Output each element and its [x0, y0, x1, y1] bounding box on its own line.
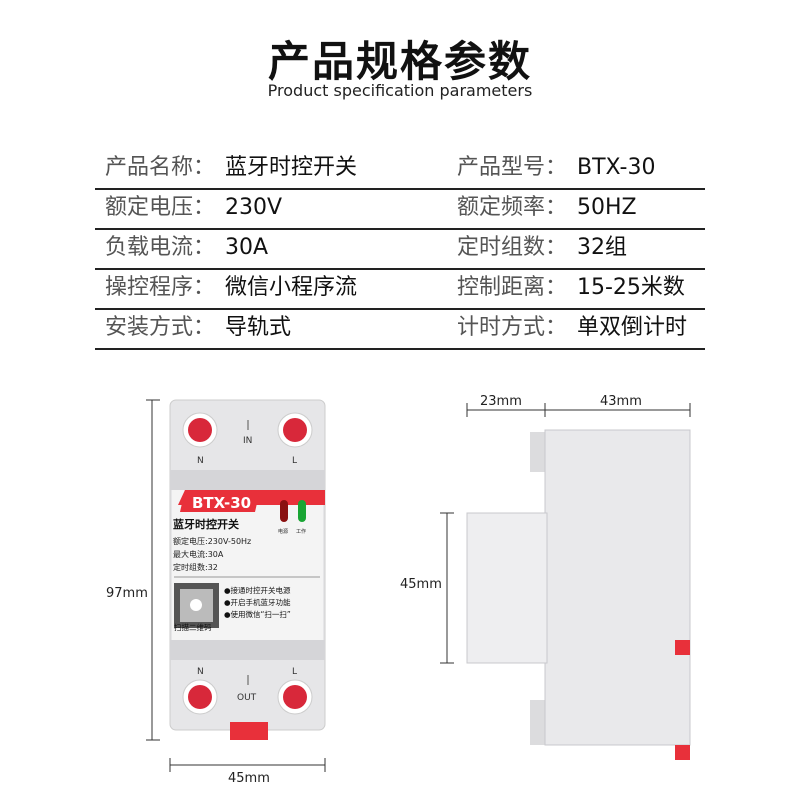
- spec-label: 负载电流：: [105, 235, 216, 260]
- spec-value: 30A: [225, 235, 269, 260]
- terminal-n-label: N: [197, 667, 204, 677]
- terminal-l-label: L: [292, 456, 297, 466]
- device-info: 最大电流:30A: [173, 549, 224, 559]
- dim-depth-right: 43mm: [600, 394, 642, 409]
- spec-value: 15-25米数: [577, 275, 685, 300]
- spec-label: 额定频率：: [457, 195, 568, 220]
- terminal-l-label: L: [292, 667, 297, 677]
- device-step: ●使用微信“扫一扫”: [224, 609, 291, 619]
- device-model: BTX-30: [192, 494, 251, 512]
- spec-value: 230V: [225, 195, 283, 220]
- side-view: 23mm 43mm 45mm: [400, 394, 691, 760]
- spec-label: 操控程序：: [105, 275, 216, 300]
- device-name: 蓝牙时控开关: [173, 517, 239, 531]
- spec-label: 产品名称：: [105, 155, 216, 180]
- dim-width: 45mm: [228, 771, 270, 786]
- spec-row: 负载电流： 30A 定时组数： 32组: [95, 228, 705, 270]
- front-view: 97mm 45mm BTX-30 电源 工作 蓝牙时控开关 额定电压:230V-…: [106, 399, 326, 786]
- spec-label: 定时组数：: [457, 235, 568, 260]
- device-step: 扫描二维码: [174, 622, 212, 632]
- led-power-label: 电源: [278, 528, 288, 535]
- spec-value: 50HZ: [577, 195, 637, 220]
- spec-label: 安装方式：: [105, 315, 216, 340]
- spec-label: 产品型号：: [457, 155, 568, 180]
- spec-value: 单双倒计时: [577, 315, 688, 340]
- dim-depth-left: 23mm: [480, 394, 522, 409]
- spec-row: 安装方式： 导轨式 计时方式： 单双倒计时: [95, 308, 705, 350]
- dim-height: 97mm: [106, 586, 148, 601]
- device-info: 定时组数:32: [173, 562, 218, 572]
- page-subtitle: Product specification parameters: [267, 81, 533, 100]
- led-work-label: 工作: [296, 528, 306, 535]
- terminal-icon: [182, 412, 313, 715]
- dim-step-height: 45mm: [400, 577, 442, 592]
- device-step: ●接通时控开关电源: [224, 585, 291, 595]
- spec-value: 微信小程序流: [225, 275, 358, 300]
- device-info: 额定电压:230V-50Hz: [173, 536, 251, 546]
- in-label: IN: [243, 436, 252, 446]
- spec-value: BTX-30: [577, 155, 656, 180]
- spec-label: 额定电压：: [105, 195, 216, 220]
- terminal-n-label: N: [197, 456, 204, 466]
- spec-row: 额定电压： 230V 额定频率： 50HZ: [95, 188, 705, 230]
- spec-value: 导轨式: [225, 315, 292, 340]
- spec-row: 产品名称： 蓝牙时控开关 产品型号： BTX-30: [95, 148, 705, 190]
- device-step: ●开启手机蓝牙功能: [224, 597, 291, 607]
- spec-label: 计时方式：: [457, 315, 568, 340]
- spec-row: 操控程序： 微信小程序流 控制距离： 15-25米数: [95, 268, 705, 310]
- page-title: 产品规格参数: [267, 37, 532, 86]
- spec-label: 控制距离：: [457, 275, 568, 300]
- out-label: OUT: [237, 693, 257, 703]
- spec-value: 32组: [577, 235, 627, 260]
- spec-value: 蓝牙时控开关: [225, 155, 358, 180]
